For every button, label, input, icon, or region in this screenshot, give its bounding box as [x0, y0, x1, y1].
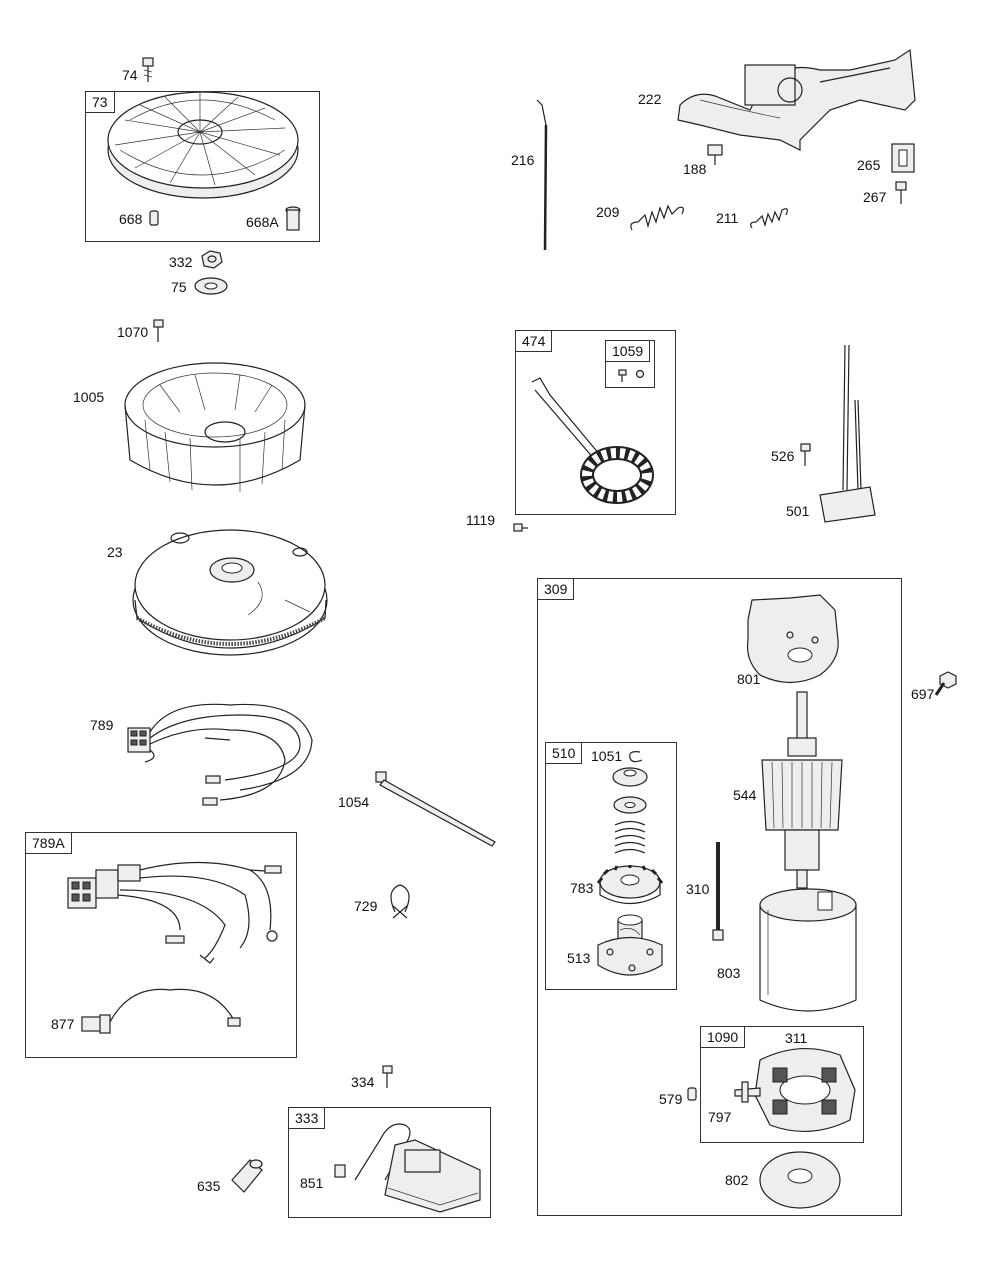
part-311-brush-holder	[754, 1048, 856, 1132]
group-box-73: 73	[85, 91, 320, 242]
part-668-pin	[149, 210, 159, 226]
group-tag-333: 333	[288, 1107, 326, 1129]
part-801-end-cap	[746, 594, 839, 684]
callout-579: 579	[659, 1091, 683, 1107]
callout-211: 211	[716, 210, 739, 226]
part-73-screen	[107, 91, 299, 199]
group-tag-309: 309	[537, 578, 575, 600]
part-74-screw	[142, 57, 154, 82]
part-510-drive	[612, 767, 648, 854]
part-267-screw	[895, 181, 907, 204]
part-789A-harness	[67, 861, 282, 964]
part-697-bolt	[934, 671, 957, 696]
callout-802: 802	[725, 1172, 749, 1188]
part-216-rod	[536, 99, 548, 251]
part-211-spring	[750, 208, 788, 229]
part-544-armature	[761, 691, 843, 889]
callout-75: 75	[171, 279, 187, 295]
callout-310: 310	[686, 881, 710, 897]
group-tag-474: 474	[515, 330, 553, 352]
part-222-governor-bracket	[677, 48, 916, 151]
callout-513: 513	[567, 950, 591, 966]
group-box-333: 333	[288, 1107, 491, 1218]
group-tag-510: 510	[545, 742, 583, 764]
part-789-harness	[127, 703, 313, 806]
part-1054-cable-tie	[375, 771, 496, 847]
part-1005-fan	[124, 362, 306, 492]
part-635-boot	[231, 1159, 263, 1193]
callout-526: 526	[771, 448, 795, 464]
part-1051-snap-ring	[629, 751, 643, 763]
callout-188: 188	[683, 161, 707, 177]
part-474-stator	[531, 377, 654, 504]
group-tag-789A: 789A	[25, 832, 72, 854]
group-tag-73: 73	[85, 91, 115, 113]
callout-783: 783	[570, 880, 594, 896]
part-729-clip	[390, 884, 410, 919]
callout-851: 851	[300, 1175, 324, 1191]
callout-1054: 1054	[338, 794, 370, 810]
group-box-309: 309	[537, 578, 902, 1216]
callout-311: 311	[785, 1030, 808, 1046]
callout-222: 222	[638, 91, 662, 107]
part-526-screw	[800, 443, 811, 466]
callout-267: 267	[863, 189, 887, 205]
part-188-bolt	[707, 144, 723, 165]
callout-729: 729	[354, 898, 378, 914]
part-803-housing	[759, 888, 857, 1012]
part-209-spring	[630, 204, 684, 231]
part-334-screw	[382, 1065, 393, 1088]
callout-23: 23	[107, 544, 123, 560]
part-333-ignition	[334, 1123, 481, 1213]
group-box-789A: 789A	[25, 832, 297, 1058]
group-box-1090: 1090	[700, 1026, 864, 1143]
part-783-gear	[596, 865, 664, 904]
group-tag-1059: 1059	[605, 340, 651, 362]
callout-332: 332	[169, 254, 193, 270]
part-501-sensor	[819, 344, 876, 523]
group-box-510: 510	[545, 742, 677, 990]
callout-501: 501	[786, 503, 810, 519]
part-310-through-bolt	[712, 842, 724, 941]
callout-209: 209	[596, 204, 620, 220]
callout-265: 265	[857, 157, 881, 173]
callout-877: 877	[51, 1016, 75, 1032]
part-797-terminal	[734, 1081, 761, 1103]
callout-697: 697	[911, 686, 935, 702]
part-332-nut	[201, 250, 223, 269]
callout-789: 789	[90, 717, 114, 733]
callout-74: 74	[122, 67, 138, 83]
group-box-474: 474	[515, 330, 676, 515]
part-1119-screw	[513, 523, 528, 532]
part-802-end-plate	[759, 1151, 841, 1209]
callout-668A: 668A	[246, 214, 279, 230]
part-877-lead	[81, 988, 241, 1034]
callout-1051: 1051	[591, 748, 623, 764]
callout-801: 801	[737, 671, 761, 687]
part-1059-hardware	[618, 369, 645, 382]
group-box-1059: 1059	[605, 340, 655, 388]
part-513-pinion	[597, 914, 663, 976]
part-1070-bolt	[153, 319, 164, 342]
callout-1119: 1119	[466, 512, 496, 528]
part-23-flywheel	[132, 529, 328, 656]
callout-803: 803	[717, 965, 741, 981]
part-265-clip	[891, 143, 915, 173]
part-75-washer	[194, 277, 228, 295]
callout-334: 334	[351, 1074, 375, 1090]
callout-1005: 1005	[73, 389, 105, 405]
group-tag-1090: 1090	[700, 1026, 746, 1048]
callout-635: 635	[197, 1178, 221, 1194]
callout-668: 668	[119, 211, 143, 227]
part-579-insulator	[687, 1087, 697, 1101]
callout-216: 216	[511, 152, 535, 168]
callout-797: 797	[708, 1109, 732, 1125]
callout-544: 544	[733, 787, 757, 803]
part-668A-bolt	[285, 206, 301, 231]
callout-1070: 1070	[117, 324, 149, 340]
